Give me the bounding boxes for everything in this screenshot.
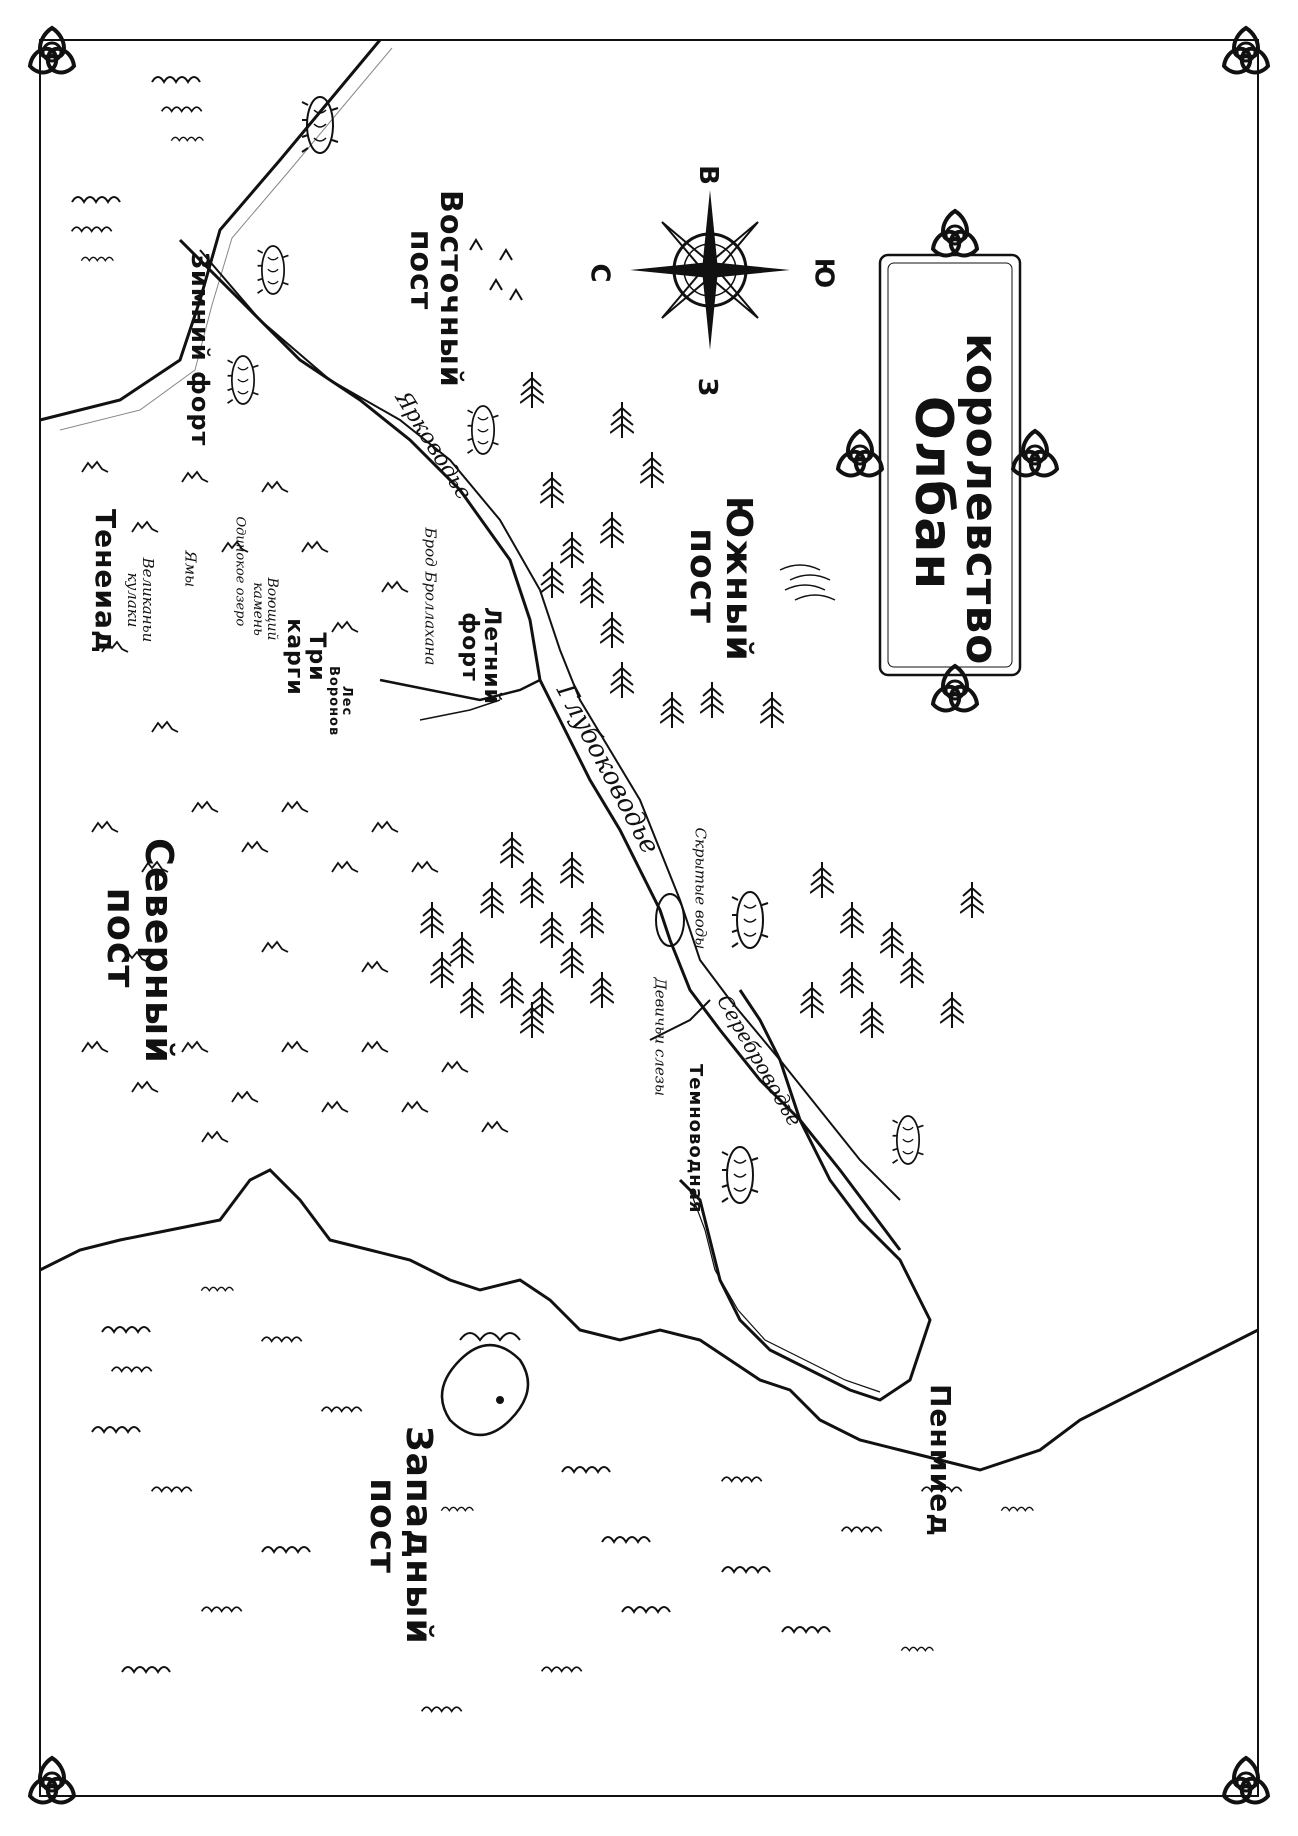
region-south-line1: Южный <box>718 496 759 662</box>
place-three-hags-line1: Три <box>304 632 329 682</box>
region-south-line2: пост <box>682 528 723 624</box>
swamp-icon <box>779 564 836 601</box>
beast-herd-icon <box>891 1115 925 1165</box>
feature-lonely-lake: Одинокое озеро <box>232 516 248 627</box>
cartouche-knot-icon <box>836 429 884 478</box>
region-north-line2: пост <box>99 887 143 989</box>
feature-giants-fists-line2: кулаки <box>124 572 142 628</box>
penmied-inlet <box>678 989 932 1402</box>
river-maiden-tears <box>649 999 711 1041</box>
compass-south-label: Ю <box>808 257 839 289</box>
beast-herd-icon <box>226 355 260 405</box>
feature-maiden-tears: Девичьи слезы <box>651 977 670 1097</box>
beast-herd-icon <box>466 405 500 455</box>
place-raven-wood-line1: Лес <box>339 685 354 717</box>
sea-waves <box>70 76 1035 1713</box>
region-west-line2: пост <box>362 1478 403 1574</box>
place-penmied: Пенмиед <box>924 1384 957 1537</box>
place-raven-wood: Лес Воронов <box>326 666 354 737</box>
forest-north <box>420 831 614 1039</box>
beast-herd-icon <box>730 890 770 950</box>
feature-pits: Ямы <box>181 550 200 588</box>
penmied-inlet-shore <box>689 1189 881 1393</box>
region-north-label: Северный пост <box>99 838 181 1064</box>
feature-howling-stone: Воющий камень <box>250 564 280 654</box>
region-west-line1: Западный <box>398 1426 439 1645</box>
corner-knot-icon <box>1222 26 1270 75</box>
cartouche-knot-icon <box>931 664 979 713</box>
river-bank <box>199 249 901 1201</box>
place-three-hags: Три карги <box>282 617 329 697</box>
camp-icon <box>469 238 523 301</box>
north-coastline-inner <box>59 47 393 431</box>
river-tributary <box>379 678 541 702</box>
region-north-line1: Северный <box>137 838 181 1064</box>
beast-herd-icon <box>256 245 290 295</box>
place-summer-fort-line1: Летний <box>479 607 504 705</box>
region-east-line1: Восточный <box>433 190 468 388</box>
compass-west-label: З <box>692 377 723 397</box>
beast-herd-icon <box>301 96 339 154</box>
feature-hidden-waters: Скрытые воды <box>691 827 710 950</box>
map-title-line1: королевство <box>956 333 1007 666</box>
river-tributary-2 <box>419 699 501 721</box>
sea-serpent-icon <box>440 1332 530 1437</box>
place-temnovodnaya: Темноводная <box>685 1064 706 1214</box>
place-summer-fort-line2: форт <box>457 612 482 682</box>
feature-howling-stone-line1: Воющий <box>264 577 280 641</box>
compass-north-label: С <box>584 263 615 283</box>
compass-rose-icon <box>630 190 790 350</box>
compass-east-label: В <box>692 165 723 185</box>
map-border <box>39 39 1259 1797</box>
river-main <box>178 238 902 1251</box>
place-raven-wood-line2: Воронов <box>326 666 341 737</box>
feature-giants-fists-line1: Великаньи <box>139 557 157 643</box>
corner-knot-icon <box>28 26 76 75</box>
region-south-label: Южный пост <box>682 496 759 662</box>
west-coastline <box>39 1168 1259 1472</box>
region-west-label: Западный пост <box>362 1426 439 1645</box>
feature-howling-stone-line2: камень <box>250 582 266 636</box>
feature-brollahan-ford: Брод Броллахана <box>421 527 440 666</box>
lake <box>655 893 685 947</box>
place-three-hags-line2: карги <box>282 618 307 696</box>
region-east-label: Восточный пост <box>403 190 468 388</box>
cartouche-knot-icon <box>931 209 979 258</box>
north-coastline <box>39 39 382 422</box>
feature-giants-fists: Великаньи кулаки <box>124 550 157 650</box>
place-winter-fort: Зимний форт <box>186 252 214 447</box>
region-east-line2: пост <box>403 229 438 311</box>
place-teneiad: Тенеиад <box>89 509 122 654</box>
place-summer-fort: Летний форт <box>457 607 504 705</box>
map-title-line2: Олбан <box>903 395 963 591</box>
beast-herd-icon <box>721 1146 759 1204</box>
map-title: королевство Олбан <box>903 333 1007 666</box>
